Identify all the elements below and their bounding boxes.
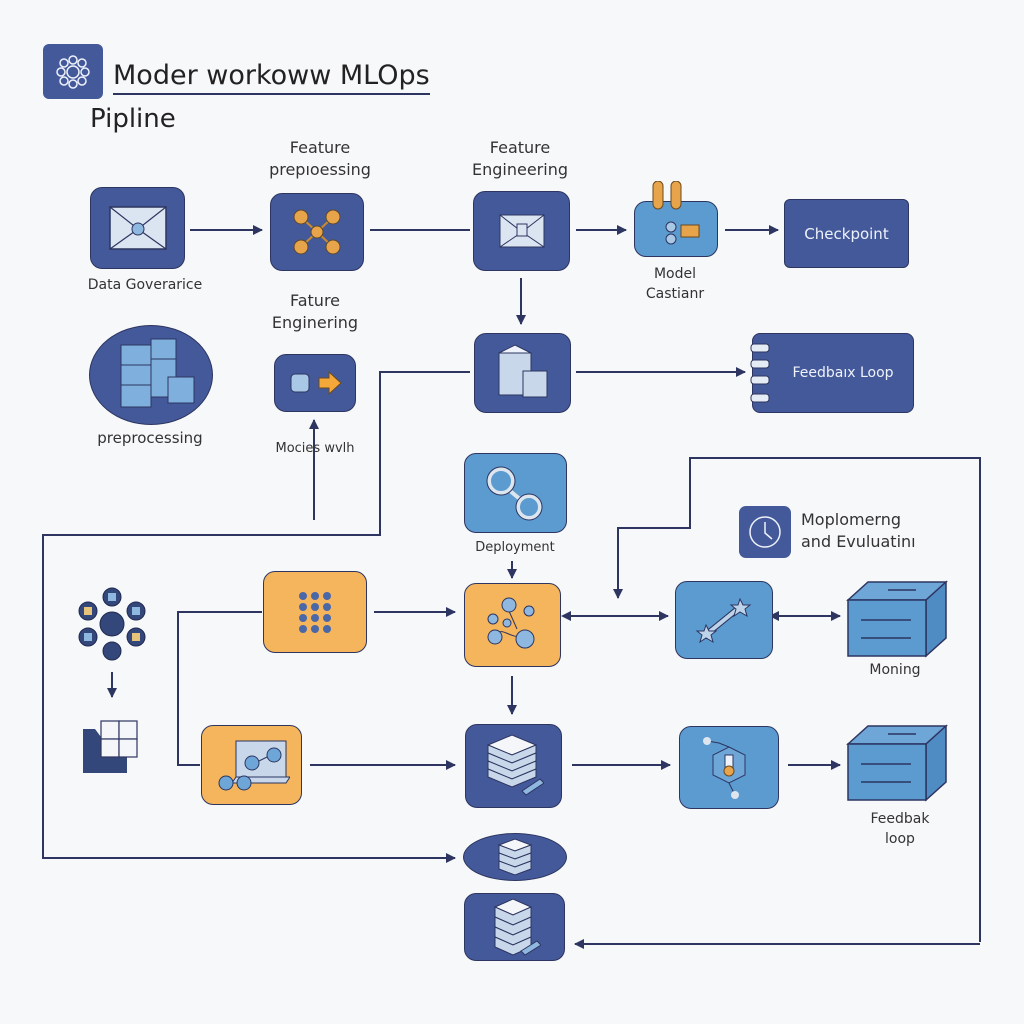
storage-cylinder-icon <box>498 344 547 398</box>
feedback-loop-top-label: Feedbaıx Loop <box>792 365 894 381</box>
checkpoint-label: Checkpoint <box>804 224 889 243</box>
feature-engineering-top-label-2: Engineering <box>472 160 568 180</box>
layer-stack-icon <box>497 838 533 876</box>
magnifier-link-icon <box>486 466 542 521</box>
fature-engineering-label: Fature Enginering <box>245 290 385 335</box>
keypad-node[interactable] <box>263 571 367 653</box>
layer-stack-icon <box>493 898 541 956</box>
model-figures-icon <box>652 181 700 245</box>
model-castianr-node[interactable] <box>634 181 718 257</box>
logo-icon <box>43 44 103 99</box>
feedback-box-label-1: Feedbak <box>870 811 930 827</box>
model-castianr-label-2: Castianr <box>645 285 705 302</box>
monitoring-box-label: Moning <box>869 662 921 678</box>
grid-tile-icon[interactable] <box>81 719 139 775</box>
envelope-icon <box>108 206 167 250</box>
feature-preprocessing-label-2: prepıoessing <box>269 160 371 180</box>
fature-engineering-label-2: Enginering <box>271 313 359 333</box>
monitoring-eval-label: Moplomerng and Evuluatinı <box>801 509 916 552</box>
line-storage-to-loop <box>42 371 470 863</box>
monitoring-eval-label-1: Moplomerng <box>801 510 902 529</box>
star-link-icon <box>695 597 752 644</box>
keypad-icon <box>299 592 331 633</box>
model-castianr-label-1: Model <box>653 266 697 282</box>
cluster-hub-icon <box>487 597 534 649</box>
deployment-label: Deployment <box>475 540 555 555</box>
storage-node[interactable] <box>474 333 571 413</box>
data-governance-label: Data Goverarice <box>87 277 203 293</box>
line-branch-left <box>177 611 262 766</box>
preprocessing-label: preprocessing <box>97 429 203 447</box>
page-subtitle: Pipline <box>90 104 176 134</box>
feature-preprocessing-label-1: Feature <box>289 138 351 157</box>
feature-preprocessing-label: Feature prepıoessing <box>250 137 390 182</box>
stack-oval-node[interactable] <box>463 833 567 881</box>
monitoring-box-node[interactable] <box>846 580 948 658</box>
feature-engineering-top-label-1: Feature <box>489 138 551 157</box>
notebook-rings-icon <box>750 343 770 403</box>
cluster-hub-node[interactable] <box>464 583 561 667</box>
feedback-loop-top-node[interactable]: Feedbaıx Loop <box>750 333 914 413</box>
monitoring-eval-label-2: and Evuluatinı <box>801 531 916 551</box>
deployment-node[interactable] <box>464 453 567 533</box>
laptop-nodes-node[interactable] <box>201 725 302 805</box>
feature-preprocessing-node[interactable] <box>270 193 364 271</box>
layer-stack-icon <box>486 734 544 796</box>
preprocessing-node[interactable] <box>89 325 213 425</box>
server-blocks-icon <box>120 338 195 408</box>
box-icon <box>846 580 948 658</box>
checkpoint-node[interactable]: Checkpoint <box>784 199 909 268</box>
page-title: Moder workoww MLOps <box>113 60 430 95</box>
chip-arrow-icon <box>290 370 342 396</box>
cube-network-icon <box>703 736 746 799</box>
network-hub-icon <box>293 209 341 255</box>
fature-engineering-node[interactable] <box>274 354 356 412</box>
feedback-box-node[interactable] <box>846 724 948 802</box>
feedback-box-label-2: loop <box>885 830 915 847</box>
hex-cluster-icon[interactable] <box>75 587 150 662</box>
mocies-wvlh-label: Mocies wvlh <box>275 441 355 456</box>
stack-bottom-node[interactable] <box>464 893 565 961</box>
data-governance-node[interactable] <box>90 187 185 269</box>
cube-network-node[interactable] <box>679 726 779 809</box>
line-top-right-loop <box>613 457 981 942</box>
clock-icon <box>739 506 791 558</box>
laptop-nodes-icon <box>218 740 290 791</box>
model-castianr-label: Model Castianr <box>620 265 730 304</box>
envelope-document-icon <box>499 214 544 248</box>
star-link-node[interactable] <box>675 581 773 659</box>
feature-engineering-top-node[interactable] <box>473 191 570 271</box>
feedback-box-label: Feedbak loop <box>850 810 950 849</box>
fature-engineering-label-1: Fature <box>289 291 341 310</box>
box-icon <box>846 724 948 802</box>
stack-server-node[interactable] <box>465 724 562 808</box>
feature-engineering-top-label: Feature Engineering <box>450 137 590 182</box>
